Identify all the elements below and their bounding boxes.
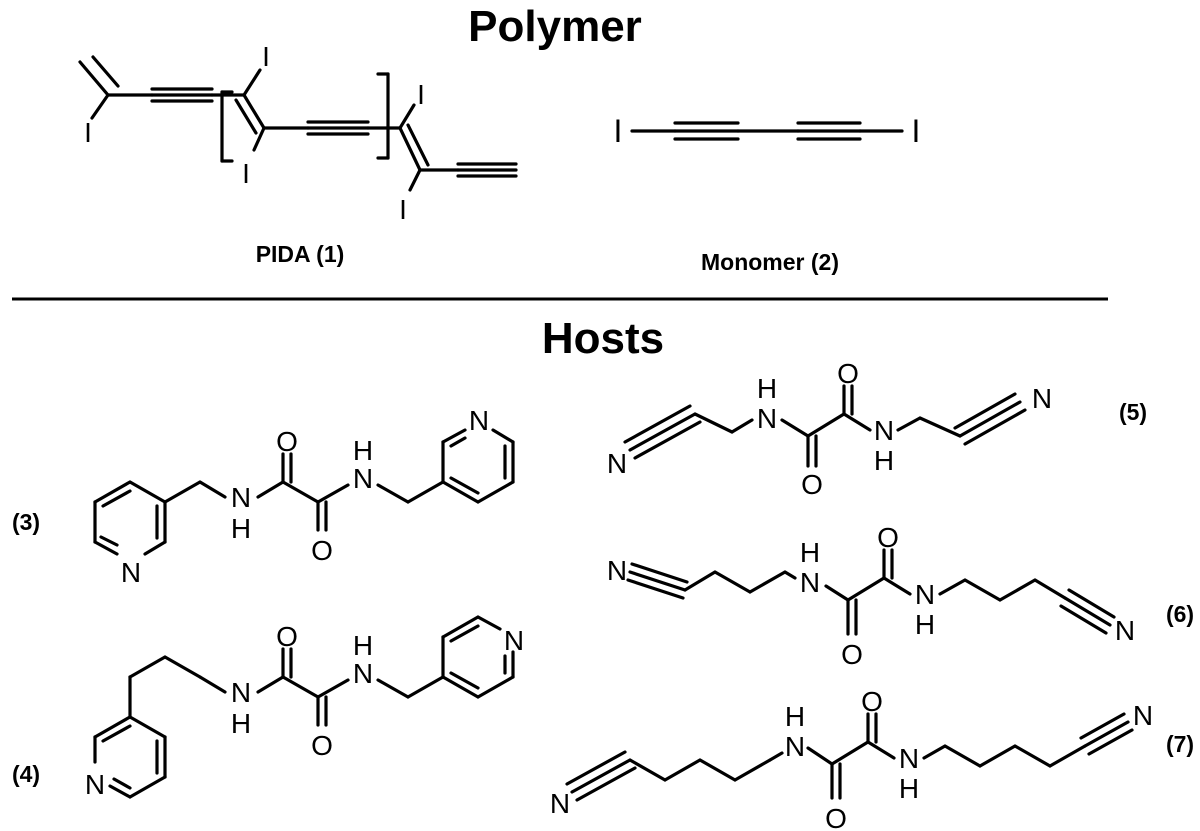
host-4-label: (4) — [12, 761, 40, 787]
hydrogen-atom: H — [874, 445, 894, 476]
hydrogen-atom: H — [899, 773, 919, 804]
nitrogen-atom: N — [785, 731, 805, 762]
hydrogen-atom: H — [353, 630, 373, 661]
host-3-structure: N N H O O N H N (3) — [12, 405, 515, 588]
nitrogen-atom: N — [469, 405, 489, 436]
host-5-label: (5) — [1119, 399, 1147, 425]
nitrogen-atom: N — [874, 415, 894, 446]
hydrogen-atom: H — [800, 537, 820, 568]
pida-label: PIDA (1) — [256, 241, 345, 267]
nitrogen-atom: N — [1115, 615, 1135, 646]
nitrogen-atom: N — [353, 658, 373, 689]
iodine-atom: I — [262, 41, 270, 72]
oxygen-atom: O — [841, 639, 863, 670]
oxygen-atom: O — [311, 535, 333, 566]
nitrogen-atom: N — [231, 482, 251, 513]
oxygen-atom: O — [276, 426, 298, 457]
oxygen-atom: O — [877, 522, 899, 553]
iodine-atom: I — [417, 79, 425, 110]
monomer-structure: I I Monomer (2) — [614, 113, 921, 275]
nitrogen-atom: N — [121, 557, 141, 588]
oxygen-atom: O — [837, 358, 859, 389]
host-7-structure: N N H O O N H N (7) — [550, 686, 1194, 831]
hydrogen-atom: H — [785, 701, 805, 732]
oxygen-atom: O — [276, 621, 298, 652]
iodine-atom: I — [614, 113, 623, 149]
nitrogen-atom: N — [899, 743, 919, 774]
host-7-label: (7) — [1166, 731, 1194, 757]
iodine-atom: I — [912, 113, 921, 149]
nitrogen-atom: N — [504, 625, 524, 656]
host-6-structure: N N H O O N H N (6) — [607, 522, 1194, 670]
nitrogen-atom: N — [607, 448, 627, 479]
hydrogen-atom: H — [231, 708, 251, 739]
nitrogen-atom: N — [1032, 383, 1052, 414]
host-6-label: (6) — [1166, 601, 1194, 627]
nitrogen-atom: N — [550, 788, 570, 819]
nitrogen-atom: N — [353, 463, 373, 494]
iodine-atom: I — [399, 194, 407, 225]
pida-polymer-structure: I I I I I PIDA (1) — [78, 41, 518, 267]
oxygen-atom: O — [311, 730, 333, 761]
host-4-structure: N N H O O N H N (4) — [12, 615, 524, 800]
nitrogen-atom: N — [800, 567, 820, 598]
hydrogen-atom: H — [231, 513, 251, 544]
nitrogen-atom: N — [1133, 700, 1153, 731]
hosts-section-title: Hosts — [542, 314, 664, 363]
monomer-label: Monomer (2) — [701, 249, 839, 275]
oxygen-atom: O — [825, 803, 847, 831]
nitrogen-atom: N — [231, 677, 251, 708]
nitrogen-atom: N — [85, 769, 105, 800]
oxygen-atom: O — [801, 469, 823, 500]
hydrogen-atom: H — [353, 435, 373, 466]
iodine-atom: I — [84, 117, 92, 148]
iodine-atom: I — [242, 158, 250, 189]
host-5-structure: N N H O O N H N (5) — [607, 358, 1147, 500]
nitrogen-atom: N — [607, 555, 627, 586]
hydrogen-atom: H — [915, 609, 935, 640]
polymer-section-title: Polymer — [468, 2, 642, 51]
nitrogen-atom: N — [915, 579, 935, 610]
hydrogen-atom: H — [757, 373, 777, 404]
host-3-label: (3) — [12, 509, 40, 535]
nitrogen-atom: N — [757, 403, 777, 434]
oxygen-atom: O — [861, 686, 883, 717]
